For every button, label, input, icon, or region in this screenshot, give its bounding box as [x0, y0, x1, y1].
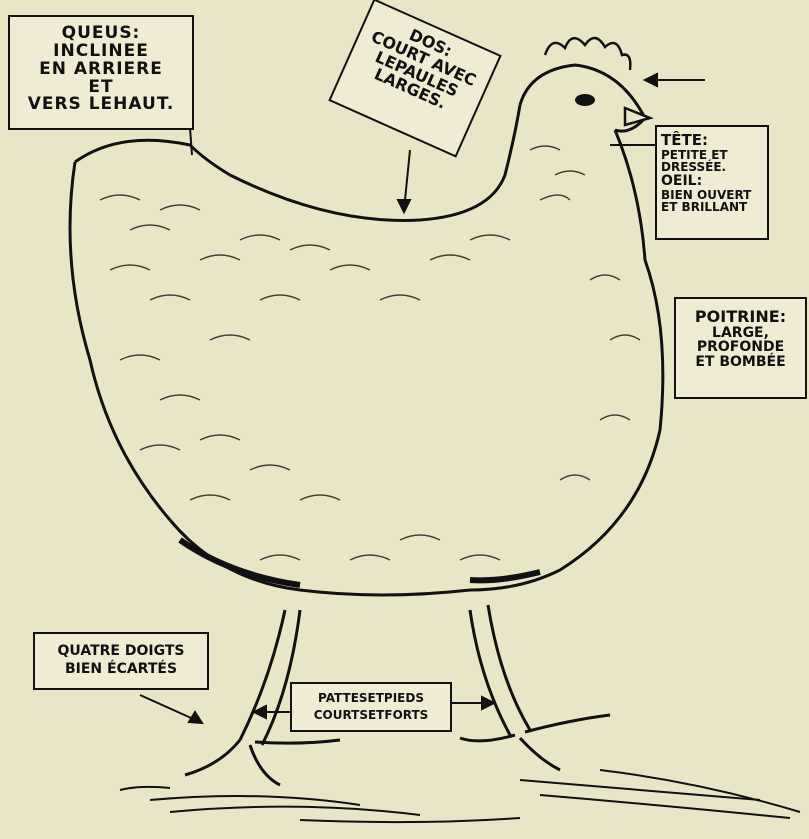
label-pattes: PATTESETPIEDS COURTSETFORTS — [290, 682, 452, 732]
feather-texture — [100, 146, 640, 560]
ground-strokes — [120, 770, 800, 822]
label-tete-line-5: ET BRILLANT — [661, 201, 763, 214]
label-poitrine-line-2: PROFONDE — [680, 340, 801, 355]
label-tete-line-3: OEIL: — [661, 174, 763, 189]
label-poitrine-line-1: LARGE, — [680, 326, 801, 341]
label-poitrine: POITRINE: LARGE, PROFONDE ET BOMBÉE — [674, 297, 807, 399]
label-tete: TÊTE: PETITE ET DRESSÉE. OEIL: BIEN OUVE… — [655, 125, 769, 240]
label-doigts-line-2: BIEN ÉCARTÉS — [35, 660, 207, 678]
label-poitrine-title: POITRINE: — [680, 309, 801, 326]
label-queue: QUEUS: INCLINEE EN ARRIERE ET VERS LEHAU… — [8, 15, 194, 130]
label-poitrine-line-3: ET BOMBÉE — [680, 355, 801, 370]
label-pattes-line-1: PATTESETPIEDS — [292, 690, 450, 707]
shading-bands — [180, 540, 540, 585]
label-queue-line-1: INCLINEE — [10, 43, 192, 61]
label-queue-line-2: EN ARRIERE — [10, 61, 192, 79]
label-doigts-line-1: QUATRE DOIGTS — [35, 642, 207, 660]
label-doigts: QUATRE DOIGTS BIEN ÉCARTÉS — [33, 632, 209, 690]
label-pattes-line-2: COURTSETFORTS — [292, 707, 450, 724]
beak — [625, 108, 650, 125]
label-tete-title: TÊTE: — [661, 133, 763, 149]
eye — [575, 94, 595, 106]
label-queue-line-4: VERS LEHAUT. — [10, 96, 192, 114]
